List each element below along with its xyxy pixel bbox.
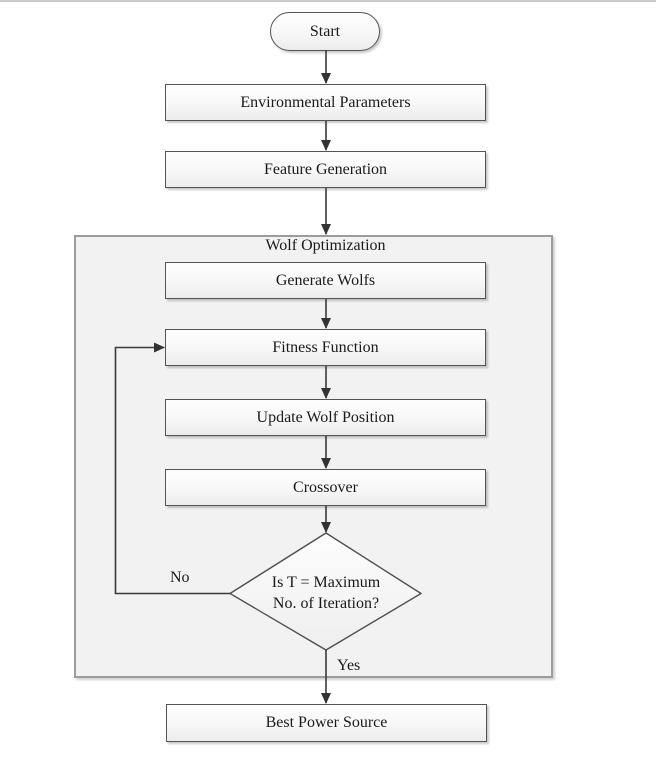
iteration-decision-line2: No. of Iteration?	[272, 594, 380, 612]
crossover-node: Crossover	[165, 469, 486, 506]
start-node: Start	[270, 12, 380, 51]
environmental-parameters-node: Environmental Parameters	[165, 84, 486, 121]
top-divider-line	[0, 0, 656, 2]
generate-wolfs-label: Generate Wolfs	[275, 271, 376, 289]
yes-edge-label: Yes	[337, 657, 361, 674]
start-node-label: Start	[309, 22, 341, 40]
best-power-source-label: Best Power Source	[265, 714, 388, 731]
iteration-decision-text: Is T = Maximum No. of Iteration?	[230, 534, 422, 651]
feature-generation-label: Feature Generation	[263, 160, 388, 178]
best-power-source-node: Best Power Source	[166, 704, 487, 742]
feature-generation-node: Feature Generation	[165, 151, 486, 188]
environmental-parameters-label: Environmental Parameters	[240, 93, 411, 111]
wolf-optimization-group-title: Wolf Optimization	[265, 237, 386, 254]
fitness-function-node: Fitness Function	[165, 329, 486, 366]
generate-wolfs-node: Generate Wolfs	[165, 262, 486, 299]
update-wolf-position-label: Update Wolf Position	[256, 408, 395, 426]
crossover-label: Crossover	[293, 478, 358, 496]
no-edge-label: No	[170, 569, 190, 586]
fitness-function-label: Fitness Function	[272, 338, 379, 356]
iteration-decision-line1: Is T = Maximum	[271, 573, 381, 591]
update-wolf-position-node: Update Wolf Position	[165, 399, 486, 436]
